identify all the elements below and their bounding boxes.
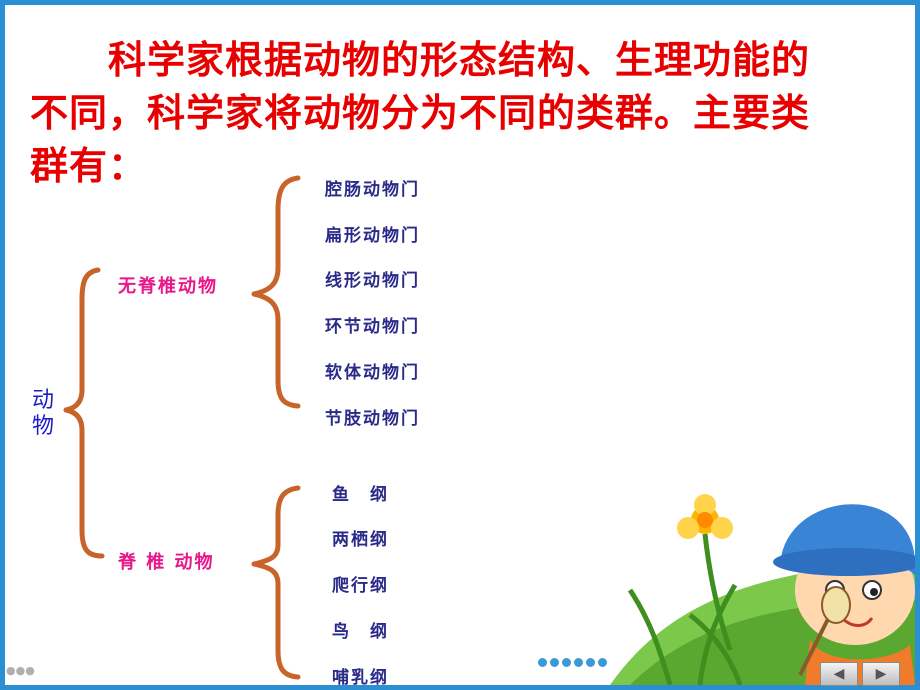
cartoon-boy-illustration (610, 494, 915, 685)
invertebrates-label: 无脊椎动物 (118, 276, 218, 297)
net-icon (798, 586, 851, 676)
invertebrate-item: 节肢动物门 (325, 409, 420, 429)
root-label: 动物 (31, 388, 54, 439)
invertebrate-brace (251, 175, 301, 409)
invertebrate-item: 扁形动物门 (325, 226, 420, 246)
vertebrate-item: 鸟 纲 (332, 622, 389, 642)
vertebrate-item: 爬行纲 (332, 576, 389, 596)
invertebrate-item: 线形动物门 (325, 271, 420, 291)
triangle-right-icon: ▶ (875, 666, 887, 682)
vertebrates-label: 脊 椎 动物 (118, 552, 215, 573)
intro-text: 科学家根据动物的形态结构、生理功能的不同，科学家将动物分为不同的类群。主要类群有… (30, 38, 811, 188)
invertebrate-item: 腔肠动物门 (325, 180, 420, 200)
vertebrate-item: 哺乳纲 (332, 668, 389, 688)
vertebrate-item: 两栖纲 (332, 530, 389, 550)
flower-icon (677, 494, 733, 651)
invertebrate-item: 软体动物门 (325, 363, 420, 383)
invertebrate-item: 环节动物门 (325, 317, 420, 337)
corner-watermark: ●●● (6, 664, 35, 677)
vertebrate-brace (251, 485, 301, 680)
triangle-left-icon: ◀ (833, 666, 845, 682)
next-slide-button[interactable]: ▶ (862, 662, 900, 686)
vertebrate-item: 鱼 纲 (332, 485, 389, 505)
prev-slide-button[interactable]: ◀ (820, 662, 858, 686)
root-brace (63, 267, 105, 559)
progress-dots (538, 658, 607, 667)
